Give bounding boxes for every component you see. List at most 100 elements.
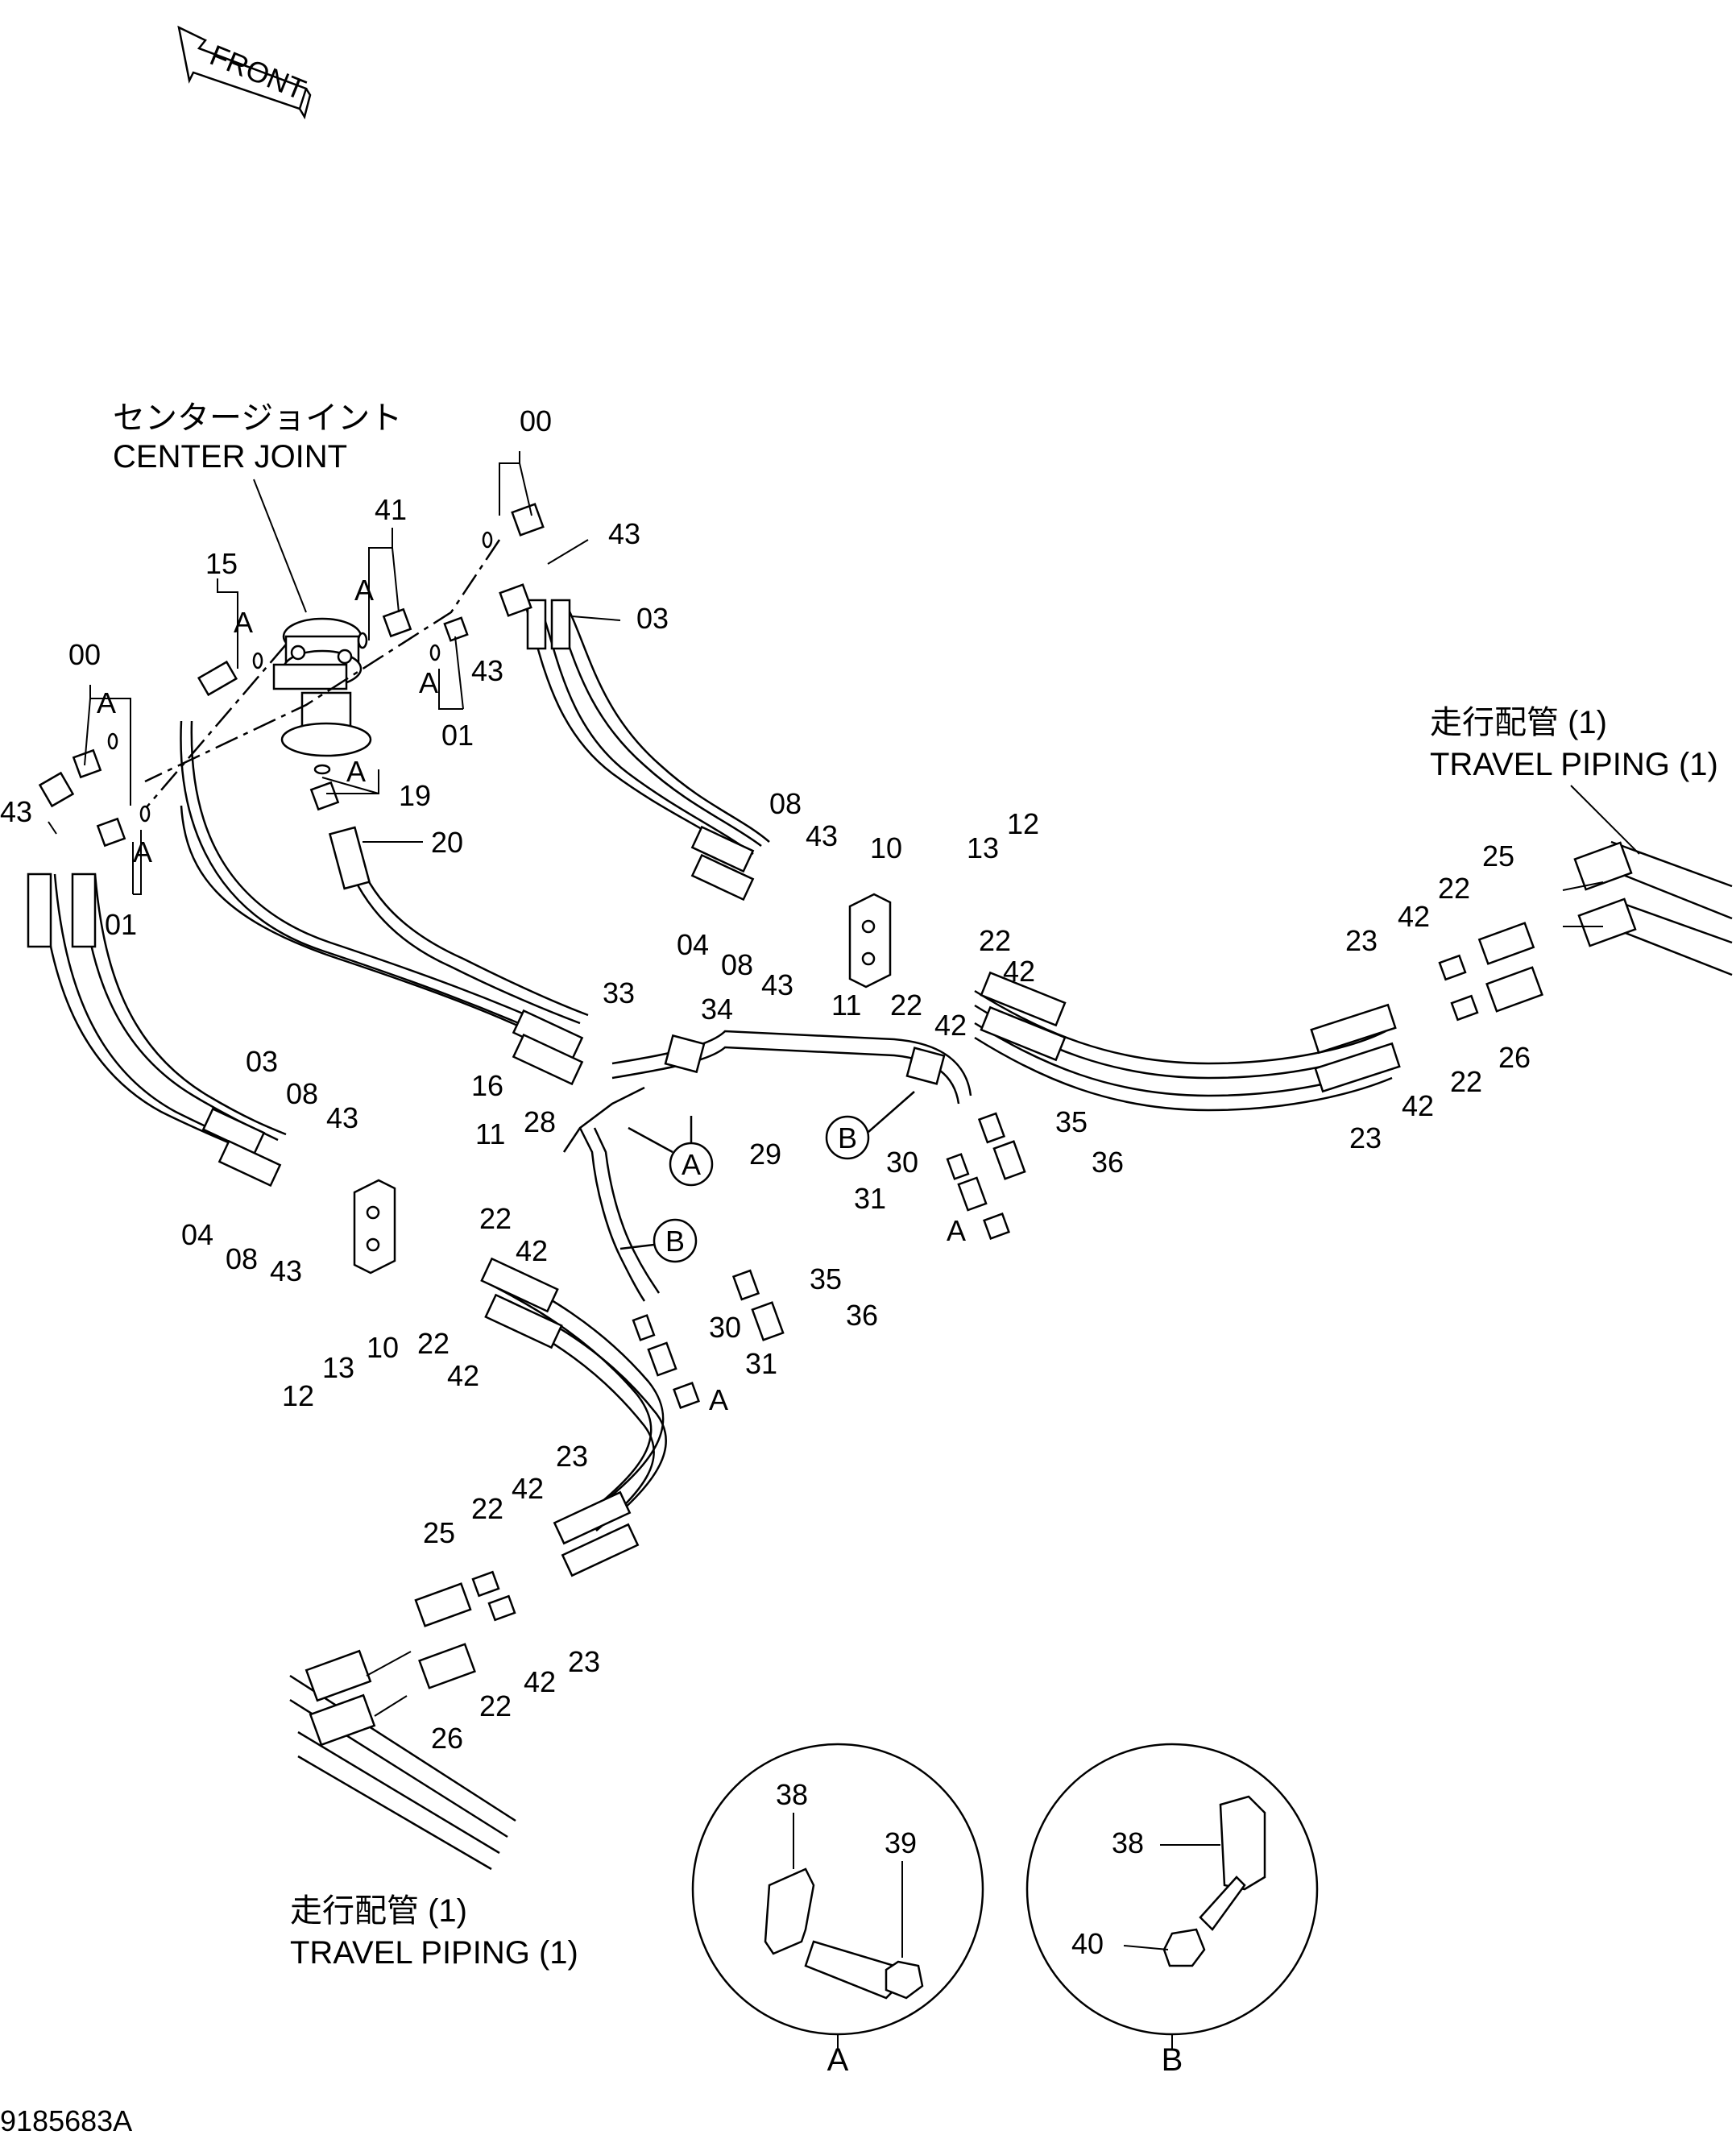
center-joint-label-jp: センタージョイント — [113, 400, 402, 436]
detail-b: 38 40 B — [1025, 1743, 1319, 2078]
part-label: 25 — [1482, 839, 1514, 873]
part-label: 08 — [226, 1242, 258, 1275]
part-label: 36 — [1092, 1146, 1124, 1179]
part-label: 43 — [806, 819, 838, 852]
part-label: 11 — [475, 1117, 505, 1150]
tubes-center — [562, 1030, 972, 1302]
part-label: 01 — [441, 719, 474, 752]
drawing-number: 9185683A — [0, 2104, 132, 2137]
part-label: 31 — [745, 1347, 777, 1380]
part-label: A — [419, 666, 438, 699]
part-label: 30 — [709, 1311, 741, 1344]
callout-a-main: A — [628, 1116, 714, 1187]
part-label: 22 — [890, 989, 922, 1022]
center-joint — [272, 617, 372, 757]
part-label: 43 — [761, 968, 793, 1001]
part-label: 30 — [886, 1146, 918, 1179]
front-arrow: FRONT — [177, 25, 312, 120]
part-label: 00 — [68, 638, 101, 671]
part-label: 22 — [479, 1202, 512, 1235]
part-label: 15 — [205, 547, 238, 580]
detail-b-label-38: 38 — [1112, 1826, 1144, 1859]
part-label: 33 — [603, 976, 635, 1009]
hoses-right — [974, 971, 1401, 1112]
detail-a-label-38: 38 — [776, 1778, 808, 1811]
part-label: 04 — [181, 1218, 213, 1251]
part-label: 23 — [568, 1645, 600, 1678]
small-fittings — [38, 503, 545, 848]
part-label: 43 — [0, 795, 32, 828]
part-label: 11 — [831, 989, 861, 1022]
part-label: 28 — [524, 1105, 556, 1138]
hoses-left — [27, 873, 287, 1188]
part-label: 42 — [512, 1472, 544, 1505]
part-label: 42 — [524, 1665, 556, 1698]
part-label: 41 — [375, 493, 407, 526]
travel-piping-left-label-jp: 走行配管 (1) — [290, 1893, 467, 1929]
part-label: 22 — [417, 1327, 450, 1360]
part-label: 25 — [423, 1516, 455, 1549]
part-label: 29 — [749, 1138, 781, 1171]
travel-piping-right — [1562, 840, 1733, 976]
hoses-upper-right — [522, 599, 770, 902]
part-label: 10 — [870, 831, 902, 864]
part-label: 13 — [322, 1351, 354, 1384]
fittings-right-travel — [1438, 922, 1543, 1022]
part-label: 34 — [701, 993, 733, 1026]
hoses-center — [180, 720, 589, 1086]
detail-a-letter: A — [827, 2042, 849, 2078]
part-label: 43 — [326, 1101, 358, 1134]
detail-a-label-39: 39 — [885, 1826, 917, 1859]
part-label: 12 — [1007, 807, 1039, 840]
detail-b-letter: B — [1162, 2042, 1183, 2078]
part-label: 16 — [471, 1069, 503, 1102]
part-label: 42 — [516, 1234, 548, 1267]
part-label: 01 — [105, 908, 137, 941]
part-label: 00 — [520, 404, 552, 437]
part-label: 20 — [431, 826, 463, 859]
part-label: 23 — [1349, 1121, 1382, 1154]
callout-b-main-letter: B — [838, 1121, 857, 1154]
front-label: FRONT — [205, 38, 310, 106]
part-labels: 00 43 03 41 A 15 A 43 01 A 00 A 43 A 01 … — [0, 404, 1531, 1755]
part-label: 43 — [270, 1254, 302, 1287]
callout-b-main: B — [825, 1091, 915, 1160]
part-label: 26 — [1498, 1041, 1531, 1074]
part-label: 31 — [854, 1182, 886, 1215]
part-label: 08 — [721, 948, 753, 981]
part-label: 08 — [769, 787, 802, 820]
part-label: 22 — [979, 924, 1011, 957]
part-label: 03 — [636, 602, 669, 635]
part-label: 22 — [471, 1492, 503, 1525]
part-label: 13 — [967, 831, 999, 864]
part-label: 42 — [1402, 1089, 1434, 1122]
travel-piping-left-label-en: TRAVEL PIPING (1) — [290, 1935, 578, 1971]
part-label: 10 — [367, 1331, 399, 1364]
part-label: A — [234, 606, 253, 639]
center-joint-label-en: CENTER JOINT — [113, 439, 347, 475]
part-label: 19 — [399, 779, 431, 812]
callout-a-main-letter: A — [682, 1148, 701, 1181]
part-label: 43 — [471, 654, 503, 687]
part-label: 03 — [246, 1045, 278, 1078]
leader-lines — [48, 451, 621, 895]
part-label: 42 — [934, 1009, 967, 1042]
part-label: 35 — [1055, 1105, 1088, 1138]
callout-b-lower-letter: B — [665, 1225, 685, 1258]
travel-piping-right-label-jp: 走行配管 (1) — [1430, 705, 1607, 740]
part-label: 23 — [1345, 924, 1378, 957]
part-label: 43 — [608, 517, 640, 550]
part-label: 22 — [479, 1689, 512, 1722]
part-label: 22 — [1450, 1065, 1482, 1098]
hoses-lower-left — [480, 1257, 667, 1577]
part-label: 04 — [677, 928, 709, 961]
part-label: 23 — [556, 1440, 588, 1473]
part-label: 42 — [447, 1359, 479, 1392]
part-label: 08 — [286, 1077, 318, 1110]
part-label: A — [133, 835, 152, 868]
part-label: 26 — [431, 1722, 463, 1755]
part-label: 35 — [810, 1262, 842, 1295]
part-label: A — [97, 686, 116, 719]
part-label: 42 — [1003, 955, 1035, 988]
